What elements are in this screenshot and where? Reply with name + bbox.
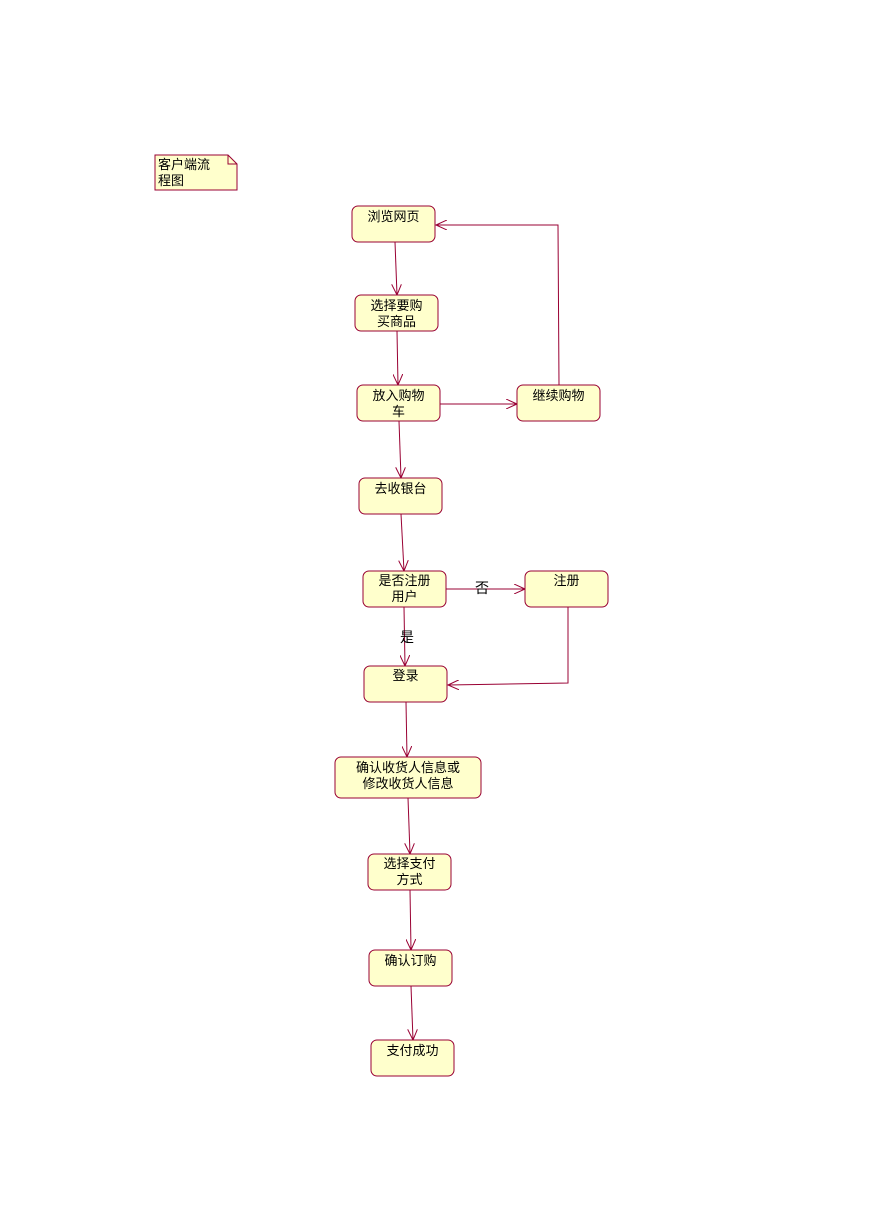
node-browse-webpage[interactable]: 浏览网页: [351, 205, 436, 243]
edge-checkout-isreg: [401, 513, 404, 571]
edge-login-confirm: [406, 701, 407, 757]
edge-continue-browse: [436, 225, 560, 386]
note-line-1: 客户端流: [158, 157, 210, 173]
edge-select-cart: [397, 330, 398, 385]
node-select-product-label-2: 买商品: [377, 315, 416, 330]
node-select-payment-label-2: 方式: [396, 872, 422, 888]
node-confirm-order-label: 确认订购: [384, 953, 436, 969]
node-continue-shopping[interactable]: 继续购物: [516, 384, 601, 422]
node-select-payment-label-1: 选择支付: [383, 857, 435, 872]
node-is-registered-label-2: 用户: [391, 589, 417, 605]
edge-register-login: [448, 607, 569, 685]
edge-browse-select: [395, 241, 397, 295]
edge-pay-order: [410, 889, 411, 950]
node-confirm-recipient[interactable]: 确认收货人信息或 修改收货人信息: [334, 756, 482, 799]
node-select-product[interactable]: 选择要购 买商品: [354, 294, 439, 332]
connectors: [395, 225, 569, 1040]
node-is-registered-label-1: 是否注册: [378, 574, 430, 589]
node-register-label: 注册: [553, 574, 579, 589]
node-confirm-recipient-label-1: 确认收货人信息或: [356, 760, 460, 776]
edge-label-no: 否: [475, 581, 489, 597]
node-login-label: 登录: [392, 669, 418, 684]
node-add-to-cart-label-1: 放入购物: [372, 388, 424, 404]
node-payment-success[interactable]: 支付成功: [370, 1039, 455, 1077]
node-select-payment[interactable]: 选择支付 方式: [367, 853, 452, 891]
node-go-to-checkout-label: 去收银台: [374, 482, 426, 497]
node-add-to-cart-label-2: 车: [392, 404, 405, 420]
node-confirm-order[interactable]: 确认订购: [368, 949, 453, 987]
edge-cart-checkout: [399, 420, 401, 478]
node-select-product-label-1: 选择要购: [370, 298, 422, 314]
diagram-title-note: 客户端流 程图: [154, 154, 238, 191]
node-payment-success-label: 支付成功: [386, 1044, 438, 1059]
node-continue-shopping-label: 继续购物: [532, 388, 584, 404]
node-register[interactable]: 注册: [524, 570, 609, 608]
edge-order-success: [411, 985, 413, 1040]
edge-isreg-login: [404, 606, 405, 666]
node-login[interactable]: 登录: [363, 665, 448, 703]
node-confirm-recipient-label-2: 修改收货人信息: [362, 776, 453, 792]
node-browse-webpage-label: 浏览网页: [367, 209, 419, 225]
edge-confirm-pay: [408, 797, 410, 854]
node-add-to-cart[interactable]: 放入购物 车: [356, 384, 441, 422]
node-is-registered[interactable]: 是否注册 用户: [362, 570, 447, 608]
note-line-2: 程图: [158, 174, 184, 189]
edge-label-yes: 是: [400, 630, 414, 646]
node-go-to-checkout[interactable]: 去收银台: [358, 477, 443, 515]
